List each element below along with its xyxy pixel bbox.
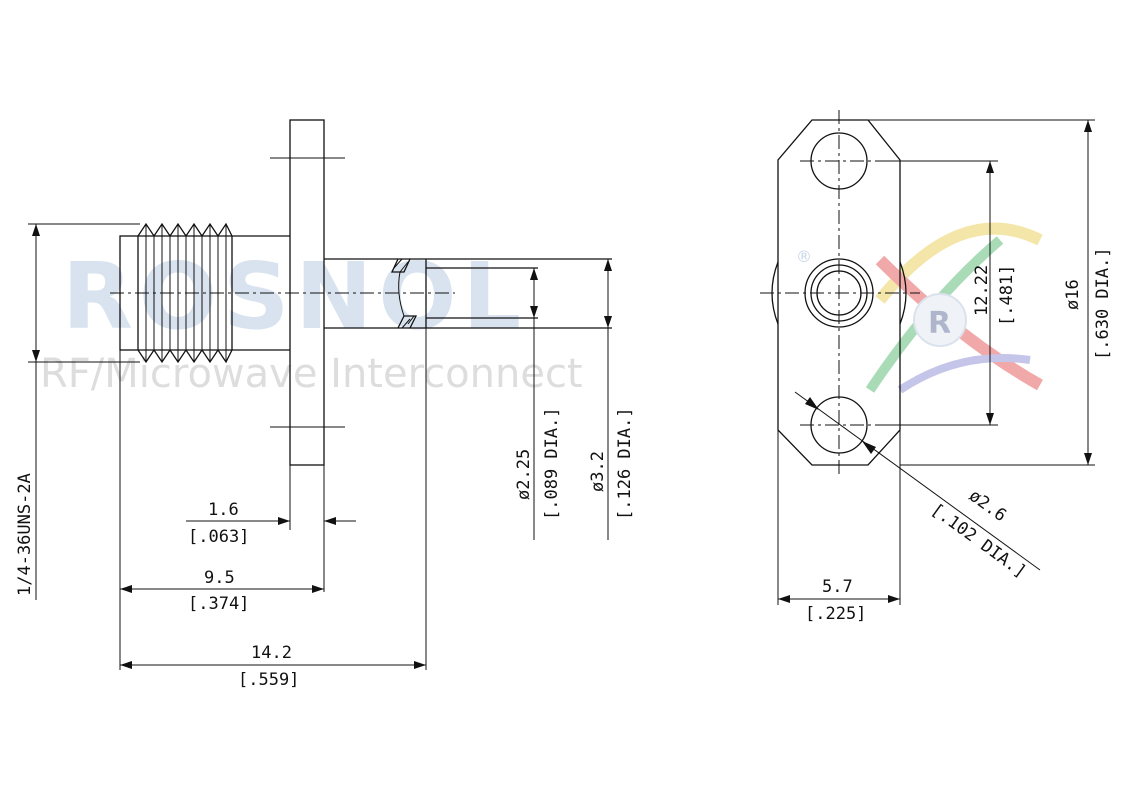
watermark-registered-mark: ® (796, 247, 812, 266)
body-length-mm: 9.5 (204, 568, 235, 588)
arrow-left-icon (778, 595, 790, 603)
front-view-dimensions: 12.22 [.481] ø16 [.630 DIA.] ø2.6 [.102 … (777, 119, 1113, 624)
arrow-up-left-icon (862, 441, 876, 454)
dielectric-dia-inch: [.126 DIA.] (615, 407, 635, 520)
side-flange-plate (289, 119, 325, 466)
thread-front-face (119, 235, 139, 351)
dielectric-dia-mm: ø3.2 (588, 451, 608, 492)
arrow-up-icon (32, 224, 40, 236)
flange-width-mm: 5.7 (822, 577, 853, 597)
arrow-right-icon (312, 585, 324, 593)
hole-spacing-mm: 12.22 (972, 265, 992, 316)
arrow-down-icon (32, 350, 40, 362)
mount-hole-leader (794, 391, 1041, 571)
flange-thickness-mm: 1.6 (208, 500, 239, 520)
mount-hole-dia-inch: [.102 DIA.] (927, 500, 1030, 582)
watermark: ROSNOL ® RF/Microwave Interconnect R (40, 222, 1043, 397)
center-middle-ring (810, 264, 868, 322)
flange-height-inch: [.630 DIA.] (1093, 247, 1113, 360)
thread-spec-label: 1/4-36UNS-2A (15, 473, 35, 596)
dielectric-chamfer-bottom (397, 315, 418, 329)
thread-crests (137, 222, 233, 364)
pin-dia-inch: [.089 DIA.] (542, 407, 562, 520)
dielectric-profile (398, 271, 405, 317)
overall-length-mm: 14.2 (251, 643, 292, 663)
arrow-left-icon (120, 585, 132, 593)
arrow-down-icon (530, 306, 538, 318)
arrow-down-right-icon (805, 397, 819, 410)
arrow-right-icon (888, 595, 900, 603)
body-length-inch: [.374] (188, 594, 249, 614)
arrow-right-icon (278, 517, 290, 525)
arrow-up-icon (530, 268, 538, 280)
pin-dia-mm: ø2.25 (514, 449, 534, 500)
arrow-down-icon (604, 316, 612, 328)
side-view-dimensions: 1/4-36UNS-2A 1.6 [.063] 9.5 [.374] 14.2 … (15, 223, 635, 690)
center-outer-ring (804, 258, 874, 328)
front-view (760, 110, 920, 475)
arrow-up-icon (604, 259, 612, 271)
arrow-up-icon (1084, 120, 1092, 132)
arrow-right-icon (414, 661, 426, 669)
arrow-left-icon (324, 517, 336, 525)
flange-width-inch: [.225] (805, 604, 866, 624)
front-flange-outline (777, 119, 901, 466)
dielectric-chamfer-top (390, 258, 411, 273)
side-view (110, 119, 612, 466)
arrow-down-icon (1084, 453, 1092, 465)
flange-height-mm: ø16 (1063, 279, 1083, 310)
arrow-up-icon (986, 161, 994, 173)
arrow-down-icon (986, 413, 994, 425)
arrow-left-icon (120, 661, 132, 669)
flange-thickness-inch: [.063] (188, 527, 249, 547)
overall-length-inch: [.559] (238, 670, 299, 690)
watermark-tagline: RF/Microwave Interconnect (40, 351, 583, 397)
watermark-logo-letter: R (928, 306, 951, 341)
hole-spacing-inch: [.481] (997, 265, 1017, 326)
center-inner-ring (816, 270, 862, 316)
